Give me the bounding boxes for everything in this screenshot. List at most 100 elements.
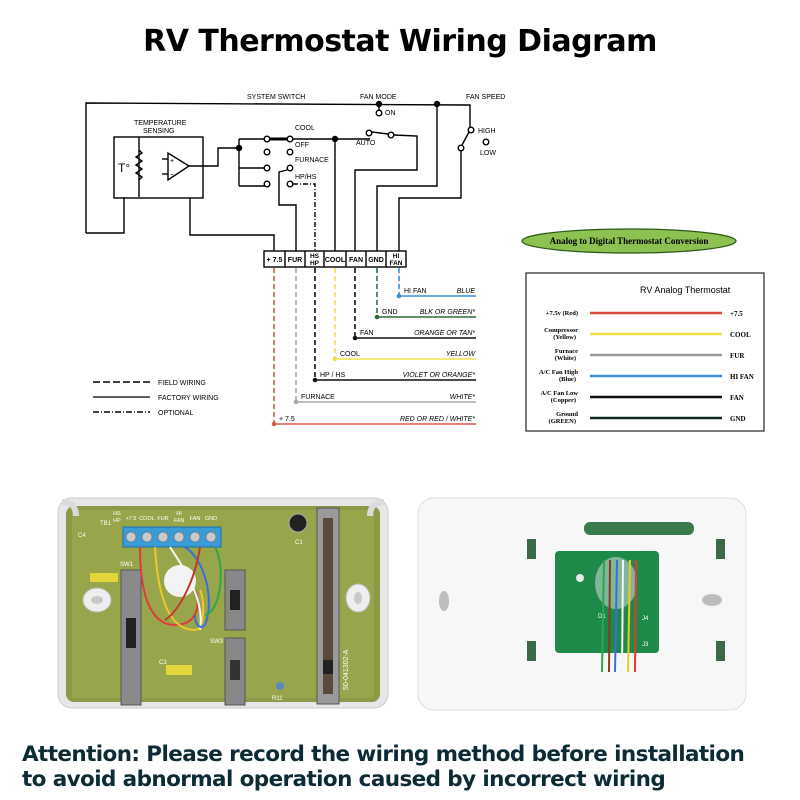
conversion-row-label: (GREEN) (549, 418, 576, 425)
label-auto: AUTO (356, 140, 376, 147)
analog-wire (154, 546, 205, 632)
capacitor-c3 (166, 665, 192, 675)
label-sw3: SW3 (210, 639, 224, 645)
conversion-table (525, 272, 765, 432)
digital-wire (634, 559, 637, 673)
terminal-label: HP (310, 260, 320, 267)
capacitor-c2 (90, 573, 118, 582)
analog-terminal-label: FAN (190, 516, 201, 522)
terminal-block (263, 250, 407, 268)
field-wire-label: FAN (360, 330, 374, 337)
conversion-row-label: +7.5v (Red) (546, 310, 578, 317)
terminal-label: GND (368, 257, 384, 264)
label-c1: C1 (295, 540, 303, 546)
field-wire-label: HP / HS (320, 372, 345, 379)
terminal-label: + 7.5 (267, 257, 283, 264)
wire-junction-dot (352, 335, 358, 341)
digital-thermostat-photo: D1 J4 J3 (417, 497, 747, 711)
field-wire-label: GND (382, 309, 398, 316)
conversion-row-label: (Yellow) (553, 334, 576, 341)
conversion-terminal: HI FAN (730, 373, 754, 381)
conversion-heading: RV Analog Thermostat (640, 285, 731, 295)
attention-line-1: Attention: Please record the wiring meth… (22, 742, 745, 767)
analog-terminal-label: +7.5 (126, 516, 137, 522)
schematic-labels: SYSTEM SWITCH FAN MODE FAN SPEED TEMPERA… (118, 94, 505, 181)
legend-field-wiring: FIELD WIRING (158, 380, 206, 387)
page-title: RV Thermostat Wiring Diagram (143, 24, 657, 59)
analog-terminal-label: COOL (139, 516, 155, 522)
field-wire-color: RED OR RED / WHITE* (400, 416, 475, 423)
attention-notice: Attention: Please record the wiring meth… (22, 742, 792, 792)
conversion-row-label: A/C Fan High (539, 369, 578, 376)
label-furnace: FURNACE (295, 157, 329, 164)
capacitor-c1 (288, 513, 308, 533)
label-c4: C4 (78, 533, 86, 539)
analog-terminal-label: FAN (174, 518, 185, 524)
op-amp-icon (167, 151, 191, 182)
conversion-badge (521, 228, 737, 254)
field-wire-label: FURNACE (301, 394, 335, 401)
conversion-terminal: GND (730, 415, 746, 423)
analog-wire (139, 546, 199, 627)
label-high: HIGH (478, 128, 496, 135)
wire-junction-dot (332, 356, 338, 362)
conversion-rows: +7.5v (Red)+7.5Compressor(Yellow)COOLFur… (539, 310, 754, 425)
field-wire-label: HI FAN (404, 288, 427, 295)
conversion-row-label: (Copper) (551, 397, 576, 404)
op-amp-minus: − (170, 172, 174, 179)
field-wire-color: VIOLET OR ORANGE* (403, 372, 476, 379)
wire-junction-dot (271, 421, 277, 427)
label-on: ON (385, 110, 396, 117)
analog-terminal-label: HI (176, 511, 182, 517)
digital-wire (627, 559, 631, 673)
wire-junction-dot (374, 314, 380, 320)
wire-junction-dot (396, 293, 402, 299)
conversion-terminal: FUR (730, 352, 745, 360)
wire-junction-dot (312, 377, 318, 383)
label-j4: J4 (642, 616, 649, 622)
conversion-row-label: Ground (556, 411, 578, 418)
label-part-number: 50-041302-A (343, 649, 350, 690)
label-cool: COOL (295, 125, 315, 132)
digital-wires (601, 559, 637, 673)
wiring-legend: FIELD WIRING FACTORY WIRING OPTIONAL (93, 380, 219, 417)
conversion-terminal: +7.5 (730, 310, 743, 318)
analog-wires (139, 546, 222, 632)
conversion-terminal: COOL (730, 331, 751, 339)
label-tb1: TB1 (100, 521, 112, 527)
terminal-label: COOL (325, 257, 346, 264)
legend-factory-wiring: FACTORY WIRING (158, 395, 219, 402)
wire-junction-dot (293, 399, 299, 405)
digital-wire (614, 559, 618, 673)
conversion-row-label: A/C Fan Low (540, 390, 578, 397)
wire-outer-loop (85, 102, 466, 233)
field-wire-color: BLUE (457, 288, 476, 295)
conversion-row-label: (White) (555, 355, 576, 362)
label-system-switch: SYSTEM SWITCH (247, 94, 305, 101)
schematic (85, 100, 490, 268)
field-wire-color: YELLOW (446, 351, 477, 358)
field-wire-color: BLK OR GREEN* (420, 309, 476, 316)
label-sw1: SW1 (120, 562, 134, 568)
analog-terminal-label: GND (205, 516, 217, 522)
digital-wire (621, 559, 624, 673)
terminal-label: FAN (390, 260, 403, 267)
terminal-label: FAN (349, 257, 363, 264)
conversion-terminal: FAN (730, 394, 744, 402)
terminal-label: HI (393, 253, 400, 260)
analog-wire (184, 546, 210, 628)
analog-terminal-label: HS (113, 511, 121, 517)
label-sensing: SENSING (143, 128, 175, 135)
label-hp-hs: HP/HS (295, 174, 317, 181)
wire-tsense-left (86, 197, 125, 234)
analog-terminal-label: HP (113, 518, 121, 524)
analog-wire (164, 546, 201, 621)
thermistor-icon (134, 149, 144, 181)
conversion-badge-text: Analog to Digital Thermostat Conversion (550, 236, 709, 246)
label-fan-mode: FAN MODE (360, 94, 397, 101)
label-j3: J3 (642, 642, 649, 648)
